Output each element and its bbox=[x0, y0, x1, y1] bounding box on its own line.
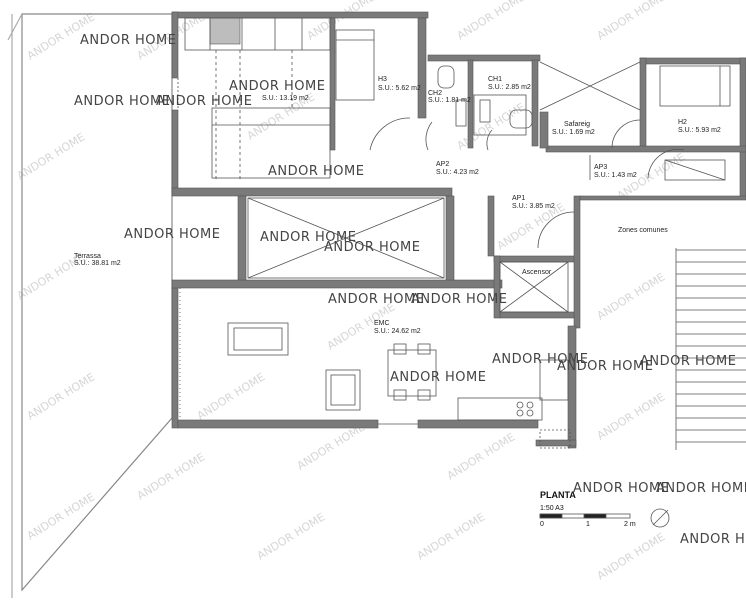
label-terrassa-name: Terrassa bbox=[74, 253, 101, 260]
label-emc-name: EMC bbox=[374, 320, 390, 327]
watermark: ANDOR HOME bbox=[324, 240, 420, 255]
svg-text:ANDOR HOME: ANDOR HOME bbox=[455, 0, 528, 43]
walls bbox=[171, 11, 746, 449]
svg-text:ANDOR HOME: ANDOR HOME bbox=[595, 0, 668, 43]
svg-text:ANDOR HOME: ANDOR HOME bbox=[445, 430, 518, 482]
watermark: ANDOR HOME bbox=[80, 33, 176, 48]
label-zones-comunes: Zones comunes bbox=[618, 227, 668, 234]
label-ch1-name: CH1 bbox=[488, 76, 502, 83]
label-terrassa-area: S.U.: 38.81 m2 bbox=[74, 260, 121, 267]
label-ap3-area: S.U.: 1.43 m2 bbox=[594, 172, 637, 179]
watermark: ANDOR HOME bbox=[124, 227, 220, 242]
svg-text:ANDOR HOME: ANDOR HOME bbox=[595, 270, 668, 322]
watermark: ANDOR HOME bbox=[268, 164, 364, 179]
label-main-bedroom-area: S.U.: 13.19 m2 bbox=[262, 95, 309, 102]
label-ap1-area: S.U.: 3.85 m2 bbox=[512, 203, 555, 210]
title-block: PLANTA 1:50 A3 0 1 2 m bbox=[540, 490, 636, 528]
scale-tick-1: 1 bbox=[586, 521, 590, 528]
label-h2-area: S.U.: 5.93 m2 bbox=[678, 127, 721, 134]
plan-scale: 1:50 A3 bbox=[540, 505, 564, 512]
svg-text:ANDOR HOME: ANDOR HOME bbox=[135, 450, 208, 502]
svg-text:ANDOR HOME: ANDOR HOME bbox=[25, 370, 98, 422]
label-ap1-name: AP1 bbox=[512, 195, 525, 202]
label-ch1-area: S.U.: 2.85 m2 bbox=[488, 84, 531, 91]
svg-text:ANDOR HOME: ANDOR HOME bbox=[255, 510, 328, 562]
svg-text:ANDOR HOME: ANDOR HOME bbox=[415, 510, 488, 562]
svg-text:ANDOR HOME: ANDOR HOME bbox=[595, 390, 668, 442]
watermark: ANDOR HOME bbox=[74, 94, 170, 109]
watermarks: ANDOR HOME ANDOR HOME ANDOR HOME ANDOR H… bbox=[74, 33, 746, 547]
label-h3-name: H3 bbox=[378, 76, 387, 83]
label-ap2-name: AP2 bbox=[436, 161, 449, 168]
watermark: ANDOR HOME bbox=[260, 230, 356, 245]
watermark: ANDOR HOME bbox=[411, 292, 507, 307]
watermark: ANDOR HOME bbox=[390, 370, 486, 385]
furniture bbox=[177, 17, 746, 528]
svg-text:ANDOR HOME: ANDOR HOME bbox=[595, 530, 668, 582]
label-ascensor: Ascensor bbox=[522, 269, 552, 276]
watermark: ANDOR HOME bbox=[640, 354, 736, 369]
scale-tick-2: 2 m bbox=[624, 521, 636, 528]
scale-tick-0: 0 bbox=[540, 521, 544, 528]
svg-text:ANDOR HOME: ANDOR HOME bbox=[15, 130, 88, 182]
svg-text:ANDOR HOME: ANDOR HOME bbox=[455, 100, 528, 152]
label-ap3-name: AP3 bbox=[594, 164, 607, 171]
label-ap2-area: S.U.: 4.23 m2 bbox=[436, 169, 479, 176]
watermark: ANDOR HOME bbox=[156, 94, 252, 109]
label-emc-area: S.U.: 24.62 m2 bbox=[374, 328, 421, 335]
label-h2-name: H2 bbox=[678, 119, 687, 126]
watermark: ANDOR HOME bbox=[680, 532, 746, 547]
room-labels: Terrassa S.U.: 38.81 m2 S.U.: 13.19 m2 H… bbox=[74, 76, 721, 335]
plan-title: PLANTA bbox=[540, 490, 576, 500]
label-safareig-name: Safareig bbox=[564, 121, 590, 128]
watermark: ANDOR HOME bbox=[557, 359, 653, 374]
watermark: ANDOR HOME bbox=[573, 481, 669, 496]
svg-text:ANDOR HOME: ANDOR HOME bbox=[305, 0, 378, 43]
label-safareig-area: S.U.: 1.69 m2 bbox=[552, 129, 595, 136]
svg-text:ANDOR HOME: ANDOR HOME bbox=[195, 370, 268, 422]
watermark: ANDOR HOME bbox=[492, 352, 588, 367]
watermark: ANDOR HOME bbox=[656, 481, 746, 496]
label-ch2-name: CH2 bbox=[428, 90, 442, 97]
label-ch2-area: S.U.: 1.81 m2 bbox=[428, 97, 471, 104]
watermark: ANDOR HOME bbox=[229, 79, 325, 94]
watermark: ANDOR HOME bbox=[328, 292, 424, 307]
label-h3-area: S.U.: 5.62 m2 bbox=[378, 85, 421, 92]
